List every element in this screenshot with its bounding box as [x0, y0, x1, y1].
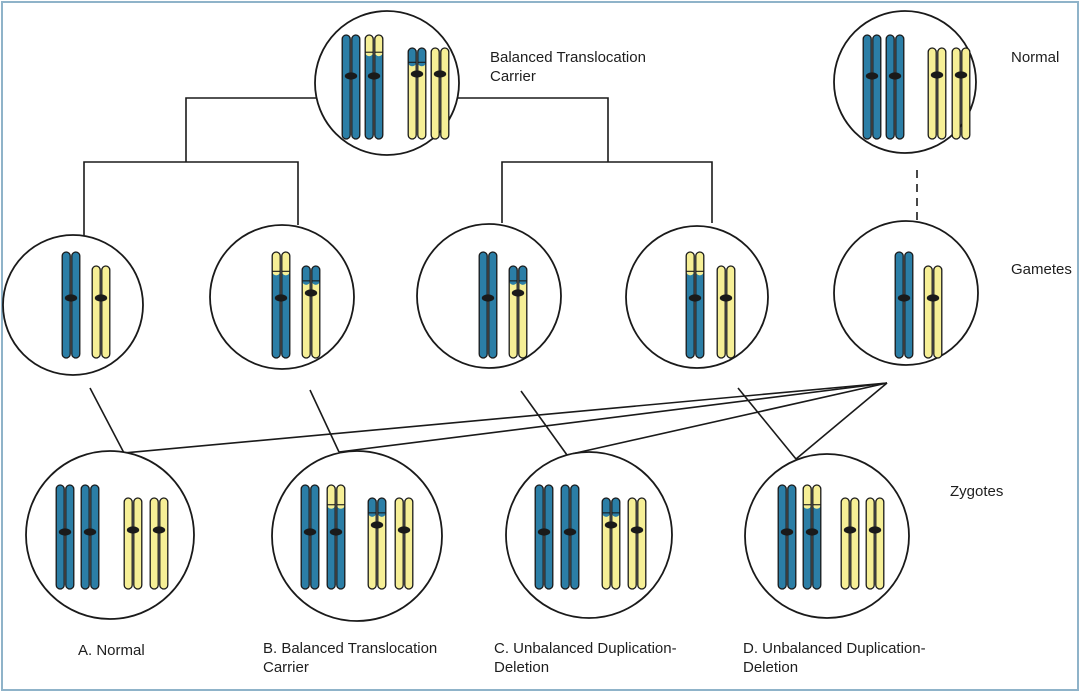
normal-parent-cell [833, 10, 977, 154]
zygote-cell-a [25, 450, 195, 620]
zygote-a-label: A. Normal [78, 642, 145, 659]
zygote-cell-c [505, 451, 673, 619]
chromosome-yellow [627, 497, 647, 590]
chromosome-yellow [865, 497, 885, 590]
gamete-cell-2 [209, 224, 355, 370]
chromosome-blue [300, 484, 320, 590]
connector-lines [83, 97, 918, 460]
zygote-cell-d [744, 453, 910, 619]
line-parent-left [185, 97, 316, 162]
chromosome-yellow [927, 47, 947, 140]
chromosome-yellow [91, 265, 111, 359]
chromosome-yellow [149, 497, 169, 590]
carrier-parent-cell [314, 10, 460, 156]
chromosome-translocated-yellow [301, 265, 321, 359]
chromosome-blue [894, 251, 914, 359]
chromosome-set [534, 484, 647, 590]
line-normalgamete-zygoteA [123, 382, 888, 454]
chromosome-translocated-yellow [367, 497, 387, 590]
chromosome-blue [55, 484, 75, 590]
chromosome-set [341, 34, 450, 140]
line-parent-right [458, 97, 609, 162]
chromosome-translocated-blue [802, 484, 822, 590]
normal-title: Normal [1011, 49, 1059, 66]
chromosome-set [777, 484, 885, 590]
chromosome-set [61, 251, 111, 359]
chromosome-blue [777, 484, 797, 590]
zygote-d-label: D. Unbalanced Duplication-Deletion [743, 640, 926, 676]
chromosome-set [685, 251, 736, 359]
chromosome-yellow [394, 497, 414, 590]
chromosome-set [55, 484, 169, 590]
cell-outline [271, 450, 443, 622]
chromosome-yellow [430, 47, 450, 140]
chromosome-translocated-yellow [508, 265, 528, 359]
chromosome-translocated-blue [326, 484, 346, 590]
gamete-cell-normal [833, 220, 979, 366]
chromosome-blue [885, 34, 905, 140]
chromosome-blue [560, 484, 580, 590]
chromosome-translocated-blue [364, 34, 384, 140]
cell-outline [25, 450, 195, 620]
chromosome-blue [80, 484, 100, 590]
line-gamete1-zygoteA [89, 387, 125, 454]
gamete-cell-1 [2, 234, 144, 376]
chromosome-set [271, 251, 321, 359]
chromosome-set [478, 251, 528, 359]
chromosome-blue [534, 484, 554, 590]
chromosome-blue [478, 251, 498, 359]
cell-outline [505, 451, 673, 619]
line-normalgamete-zygoteD [795, 382, 888, 460]
chromosome-blue [61, 251, 81, 359]
chromosome-blue [862, 34, 882, 140]
zygote-cell-b [271, 450, 443, 622]
line-gamete3-zygoteC [520, 390, 568, 456]
chromosome-set [894, 251, 943, 359]
zygote-c-label: C. Unbalanced Duplication-Deletion [494, 640, 677, 676]
chromosome-translocated-yellow [407, 47, 427, 140]
chromosome-set [300, 484, 414, 590]
chromosome-translocated-yellow [601, 497, 621, 590]
chromosome-yellow [951, 47, 971, 140]
chromosome-yellow [716, 265, 736, 359]
gamete-cell-4 [625, 225, 769, 369]
chromosome-blue [341, 34, 361, 140]
line-normalgamete-zygoteC [566, 382, 888, 456]
chromosome-set [862, 34, 971, 140]
line-branch-left [83, 161, 299, 236]
zygotes-label: Zygotes [950, 483, 1003, 500]
chromosome-yellow [123, 497, 143, 590]
line-gamete2-zygoteB [309, 389, 340, 453]
gamete-cell-3 [416, 223, 562, 369]
gametes-label: Gametes [1011, 261, 1072, 278]
chromosome-translocated-blue [685, 251, 705, 359]
line-normalgamete-zygoteB [338, 382, 888, 453]
chromosome-yellow [923, 265, 943, 359]
chromosome-yellow [840, 497, 860, 590]
chromosome-translocated-blue [271, 251, 291, 359]
line-branch-right [501, 161, 713, 223]
